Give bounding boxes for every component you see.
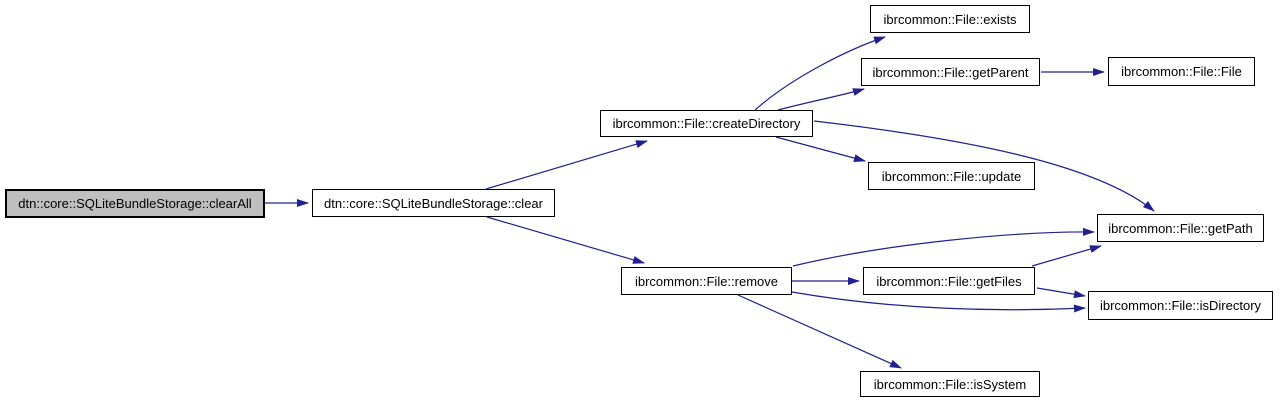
edge-createdirectory-to-update — [775, 136, 866, 162]
edge-createdirectory-to-getpath — [813, 120, 1155, 212]
edge-getfiles-to-getpath — [1031, 245, 1102, 267]
node-clearall: dtn::core::SQLiteBundleStorage::clearAll — [5, 189, 265, 218]
node-isdirectory[interactable]: ibrcommon::File::isDirectory — [1088, 291, 1273, 320]
node-clear[interactable]: dtn::core::SQLiteBundleStorage::clear — [312, 189, 555, 217]
edge-createdirectory-to-getparent — [777, 88, 865, 111]
edge-clear-to-remove — [486, 216, 645, 264]
edge-clear-to-createdirectory — [485, 140, 648, 190]
edge-getfiles-to-isdirectory — [1036, 287, 1086, 299]
edge-remove-to-issystem — [737, 294, 902, 369]
edge-remove-to-getpath — [792, 227, 1095, 267]
node-getparent[interactable]: ibrcommon::File::getParent — [861, 58, 1040, 86]
node-exists[interactable]: ibrcommon::File::exists — [870, 5, 1030, 33]
node-update[interactable]: ibrcommon::File::update — [868, 162, 1035, 190]
node-issystem[interactable]: ibrcommon::File::isSystem — [860, 371, 1040, 397]
edge-remove-to-isdirectory — [791, 291, 1086, 313]
node-remove[interactable]: ibrcommon::File::remove — [621, 267, 792, 295]
node-getpath[interactable]: ibrcommon::File::getPath — [1097, 214, 1264, 242]
edge-createdirectory-to-exists — [754, 36, 886, 111]
node-createdirectory[interactable]: ibrcommon::File::createDirectory — [600, 110, 813, 137]
node-getfiles[interactable]: ibrcommon::File::getFiles — [863, 267, 1035, 295]
node-file[interactable]: ibrcommon::File::File — [1108, 57, 1255, 86]
